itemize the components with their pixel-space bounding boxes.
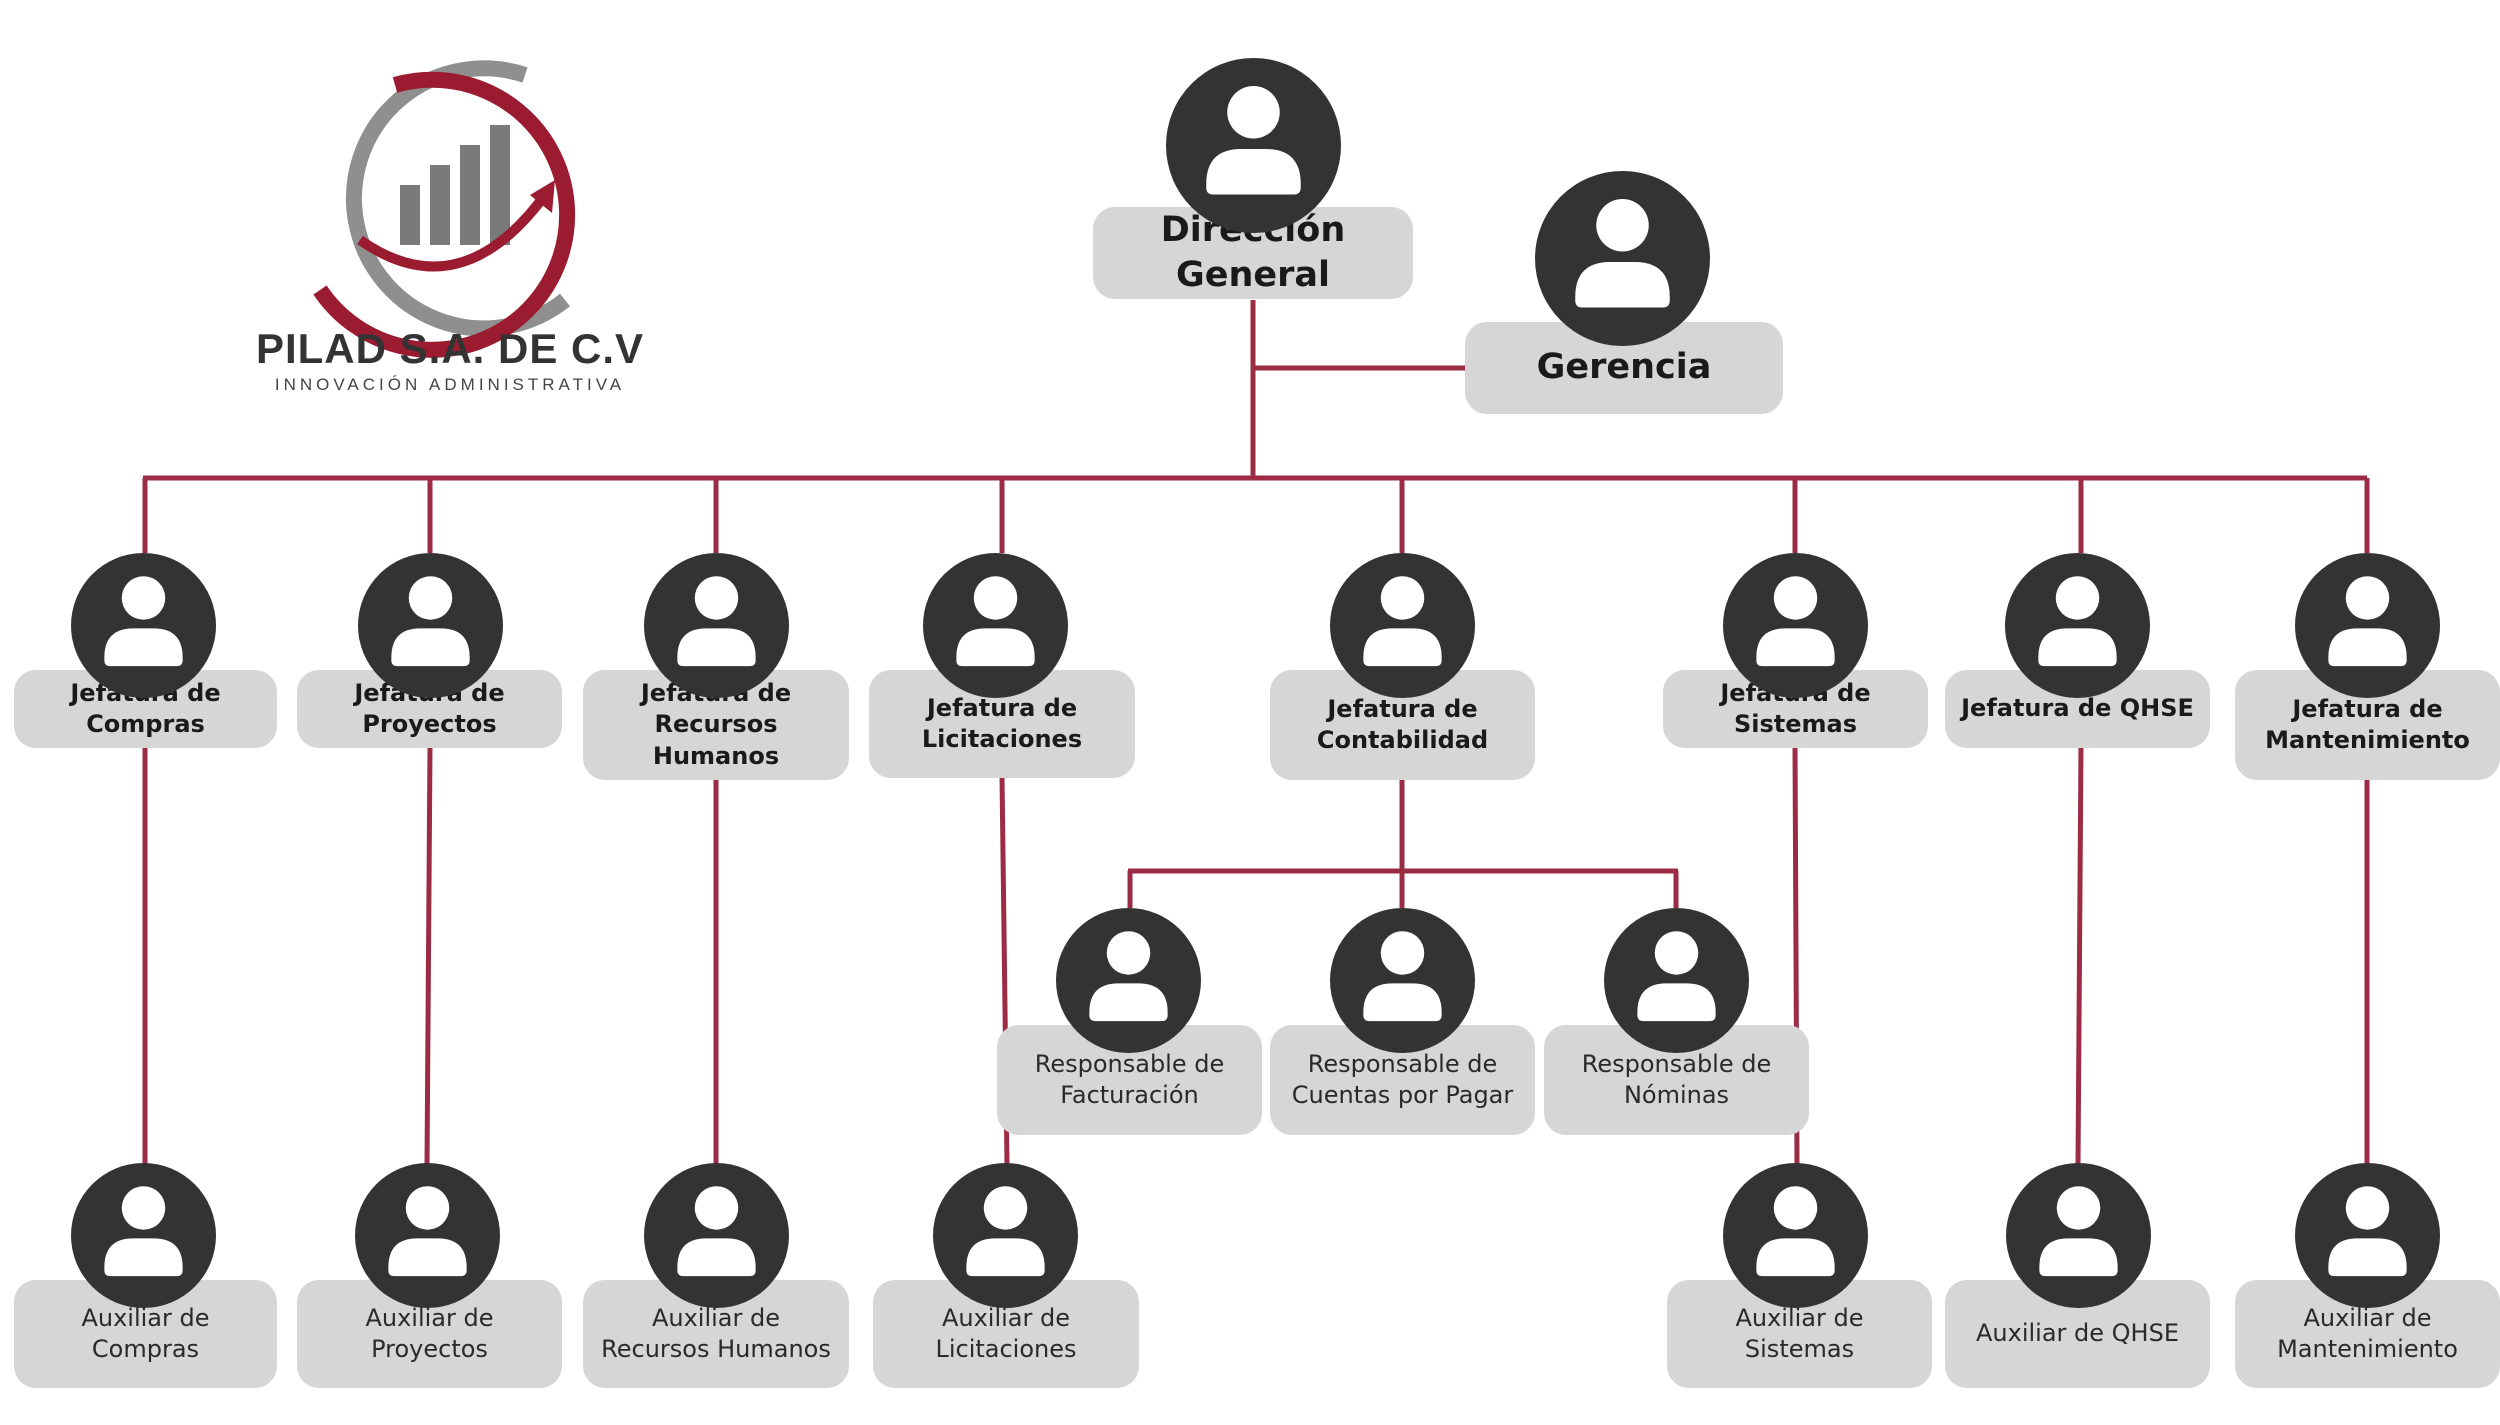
node-label-aux-mantenimiento: Auxiliar de Mantenimiento <box>2235 1280 2500 1388</box>
node-label-jef-qhse: Jefatura de QHSE <box>1945 670 2210 748</box>
user-avatar-icon <box>70 1162 216 1308</box>
user-avatar-icon <box>1534 170 1710 346</box>
company-name: PILAD S.A. DE C.V <box>255 325 645 372</box>
user-avatar-icon <box>2294 552 2440 698</box>
company-tagline: INNOVACIÓN ADMINISTRATIVA <box>274 375 626 394</box>
node-label-jef-proyectos: Jefatura de Proyectos <box>297 670 562 748</box>
user-avatar-icon <box>1722 552 1868 698</box>
user-avatar-icon <box>1165 57 1341 233</box>
node-label-aux-rh: Auxiliar de Recursos Humanos <box>583 1280 849 1388</box>
user-avatar-icon <box>357 552 503 698</box>
user-avatar-icon <box>354 1162 500 1308</box>
user-avatar-icon <box>1329 552 1475 698</box>
user-avatar-icon <box>1329 907 1475 1053</box>
user-avatar-icon <box>70 552 216 698</box>
user-avatar-icon <box>1055 907 1201 1053</box>
user-avatar-icon <box>2294 1162 2440 1308</box>
user-avatar-icon <box>1722 1162 1868 1308</box>
user-avatar-icon <box>2004 552 2150 698</box>
user-avatar-icon <box>643 552 789 698</box>
node-label-resp-nominas: Responsable de Nóminas <box>1544 1025 1809 1135</box>
user-avatar-icon <box>932 1162 1078 1308</box>
company-logo <box>313 60 576 358</box>
user-avatar-icon <box>643 1162 789 1308</box>
node-label-aux-compras: Auxiliar de Compras <box>14 1280 277 1388</box>
user-avatar-icon <box>2005 1162 2151 1308</box>
user-avatar-icon <box>922 552 1068 698</box>
user-avatar-icon <box>1603 907 1749 1053</box>
node-label-resp-facturacion: Responsable de Facturación <box>997 1025 1262 1135</box>
node-label-direccion: Dirección General <box>1093 207 1413 299</box>
